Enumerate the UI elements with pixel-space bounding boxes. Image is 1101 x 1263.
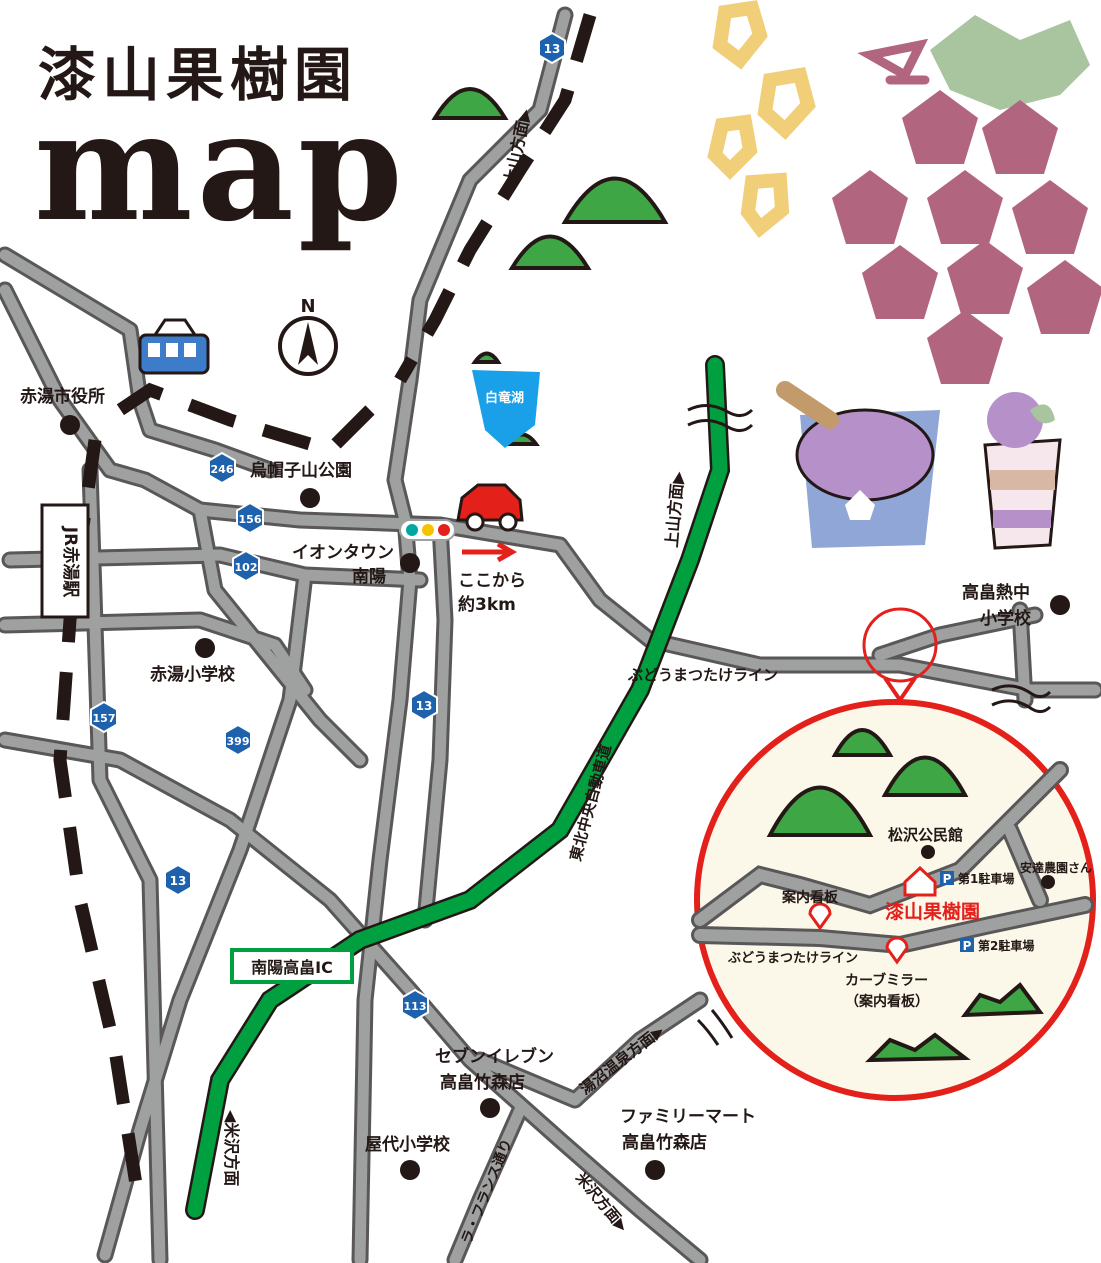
la-france-street-label: ラ・フランス通り <box>459 1137 516 1247</box>
fruit-slices-illustration <box>707 0 816 239</box>
route-shield-13-top: 13 <box>538 32 566 64</box>
hakuryu-lake <box>472 370 540 448</box>
orchard-location-circle <box>862 607 938 683</box>
route-shield-13-low: 13 <box>164 864 192 896</box>
route-shield-157: 157 <box>90 701 118 733</box>
svg-text:157: 157 <box>93 712 116 725</box>
svg-text:113: 113 <box>404 1000 427 1013</box>
from-here-label-line2: 約3km <box>458 594 516 615</box>
svg-text:13: 13 <box>544 42 561 56</box>
place-markers <box>60 415 1070 1180</box>
svg-text:P: P <box>963 939 972 953</box>
city-hall-label: 赤湯市役所 <box>20 386 105 407</box>
parking2-label: 第2駐車場 <box>978 938 1034 953</box>
park-label: 烏帽子山公園 <box>250 460 352 481</box>
aeon-label-line2: 南陽 <box>352 566 386 587</box>
traffic-signal-icon <box>399 519 456 541</box>
guide-sign-label: 案内看板 <box>781 889 839 906</box>
svg-text:102: 102 <box>235 561 258 574</box>
route-shield-13-mid: 13 <box>410 689 438 721</box>
railway-lines <box>53 13 597 1212</box>
yashiro-school-label: 屋代小学校 <box>365 1134 451 1155</box>
budou-line-label: ぶどうまつたけライン <box>627 666 778 684</box>
familymart-line1: ファミリーマート <box>620 1107 756 1127</box>
orchard-house-icon <box>903 865 937 897</box>
car-icon <box>456 483 524 532</box>
from-here-label-line1: ここから <box>458 571 526 591</box>
adachi-farm-label: 安達農園さん <box>1020 860 1092 875</box>
takahata-school-line2: 小学校 <box>980 608 1032 629</box>
route-shield-399: 399 <box>224 724 252 756</box>
grape-illustration <box>832 15 1101 384</box>
route-shield-102: 102 <box>232 550 260 582</box>
seven-eleven-line2: 高畠竹森店 <box>440 1072 525 1093</box>
svg-text:246: 246 <box>211 463 234 476</box>
kaminoyama-direction-expressway: 上山方面▶ <box>662 470 688 548</box>
hill-illustration <box>431 87 669 446</box>
ic-label-box <box>230 948 354 984</box>
parking1-label: 第1駐車場 <box>958 871 1014 886</box>
svg-text:13: 13 <box>416 699 433 713</box>
route-shield-156: 156 <box>236 502 264 534</box>
svg-text:13: 13 <box>170 874 187 888</box>
expressway-break-mark <box>687 404 754 432</box>
takahata-school-line1: 高畠熱中 <box>962 582 1030 603</box>
yonezawa-direction-left: ◀米沢方面 <box>222 1110 241 1186</box>
svg-text:399: 399 <box>227 735 250 748</box>
road-break-mark-right <box>991 684 1052 714</box>
aeon-label-line1: イオンタウン <box>292 543 394 563</box>
map-title: 漆山果樹園 <box>38 41 359 109</box>
train-icon <box>138 318 210 375</box>
map-subtitle: map <box>34 79 407 255</box>
direction-arrow-icon <box>462 541 518 563</box>
parfait-illustration <box>983 392 1062 550</box>
curve-mirror-label-line2: （案内看板） <box>845 993 929 1010</box>
community-hall-label: 松沢公民館 <box>888 826 963 844</box>
north-compass: N <box>278 296 338 376</box>
jam-pot-illustration <box>776 381 940 548</box>
jr-akayu-station-label: JR赤湯駅 <box>40 503 90 619</box>
svg-text:JR赤湯駅: JR赤湯駅 <box>60 526 81 598</box>
route-shield-246: 246 <box>208 452 236 484</box>
seven-eleven-line1: セブンイレブン <box>435 1046 554 1067</box>
parking-mark-1 <box>940 871 954 885</box>
familymart-line2: 高畠竹森店 <box>622 1132 707 1153</box>
akayu-school-label: 赤湯小学校 <box>150 664 236 685</box>
road-network <box>0 6 1101 1263</box>
inset-detail-map: P P 松沢公民館 第1駐車場 安達農園さん 案内看板 漆山果樹園 ぶどうまつた… <box>691 699 1096 1101</box>
mirror-pin-icon <box>885 936 909 965</box>
compass-north-label: N <box>300 296 315 317</box>
curve-mirror-label-line1: カーブミラー <box>845 972 928 989</box>
hakuryu-lake-label: 白竜湖 <box>485 390 524 406</box>
parking-mark-2 <box>960 938 974 952</box>
route-shield-113: 113 <box>401 989 429 1021</box>
sign-pin-icon <box>808 902 832 931</box>
yuzawa-direction: 湯沼温泉方面▶ <box>576 1021 667 1098</box>
svg-text:156: 156 <box>239 513 262 526</box>
road-break-mark-yuzawa <box>696 1009 734 1046</box>
inset-budou-line-label: ぶどうまつたけライン <box>727 951 858 966</box>
svg-text:P: P <box>943 872 952 886</box>
orchard-label: 漆山果樹園 <box>885 900 980 923</box>
nanyo-takahata-ic-label: 南陽高畠IC <box>251 958 333 977</box>
